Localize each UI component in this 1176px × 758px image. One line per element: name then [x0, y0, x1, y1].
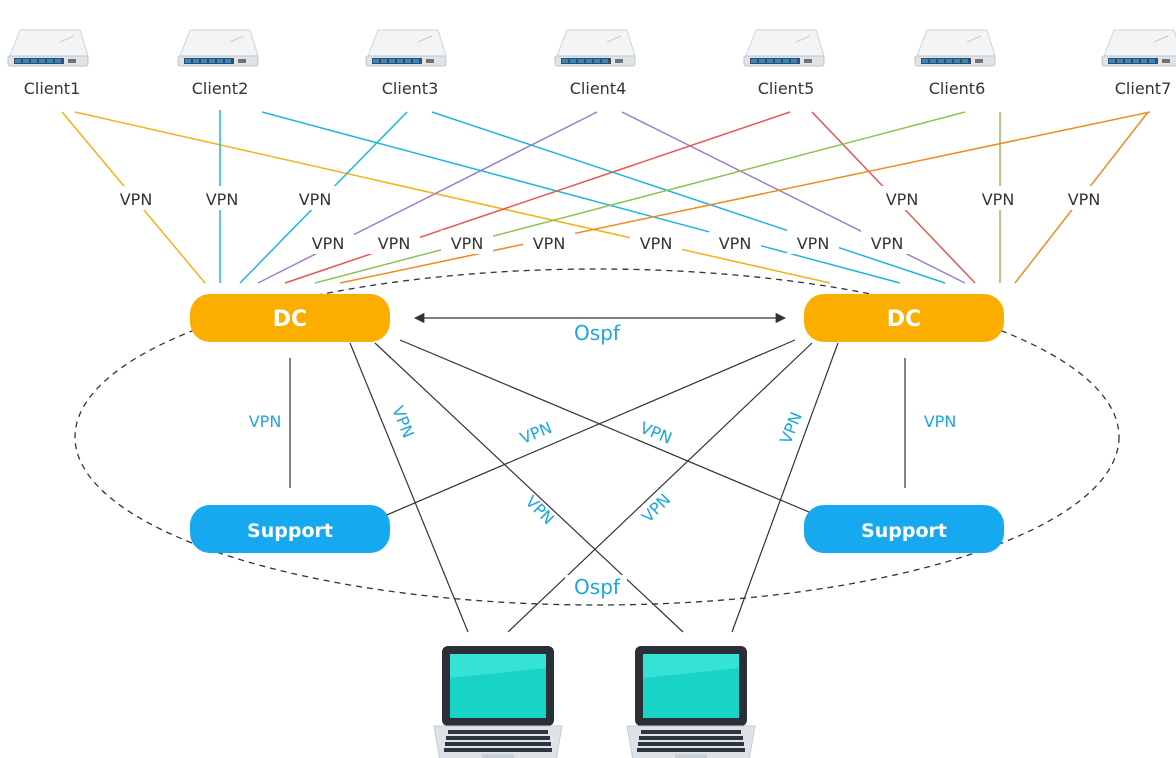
client-routers — [7, 29, 1176, 67]
dc-right-laptop-left-link — [507, 342, 813, 633]
ospf-area-ellipse — [74, 268, 1120, 606]
client6-left-dc-link — [314, 111, 966, 284]
dc-label: DC — [273, 307, 307, 332]
vpn-label: VPN — [522, 492, 558, 528]
client2-label: Client2 — [192, 79, 249, 98]
vpn-label: VPN — [378, 234, 411, 253]
vpn-label: VPN — [871, 234, 904, 253]
client7-left-dc-link — [339, 111, 1151, 284]
client5-left-dc-link — [284, 111, 791, 284]
client2-router-icon — [177, 29, 259, 67]
vpn-label: VPN — [299, 190, 332, 209]
client3-right-dc-link — [431, 111, 946, 284]
client4-label: Client4 — [570, 79, 627, 98]
vpn-label: VPN — [249, 412, 282, 431]
client1-router-icon — [7, 29, 89, 67]
client6-label: Client6 — [929, 79, 986, 98]
support-label: Support — [861, 520, 947, 542]
vpn-label: VPN — [797, 234, 830, 253]
ospf-label-bottom: Ospf — [574, 575, 621, 599]
client2-right-dc-link — [261, 111, 901, 284]
vpn-label: VPN — [1068, 190, 1101, 209]
vpn-label: VPN — [776, 409, 806, 446]
client-labels: Client1 Client2 Client3 Client4 Client5 … — [24, 79, 1172, 98]
client4-right-dc-link — [621, 111, 966, 284]
dc-label: DC — [887, 307, 921, 332]
client-vpn-labels: VPN VPN VPN VPN VPN VPN VPN VPN VPN VPN … — [110, 186, 1110, 254]
client3-router-icon — [365, 29, 447, 67]
vpn-label: VPN — [637, 418, 674, 448]
client5-router-icon — [743, 29, 825, 67]
dc-left-laptop-right-link — [374, 342, 684, 633]
dc-right-laptop-right-link — [731, 342, 839, 633]
vpn-label: VPN — [886, 190, 919, 209]
dc-left-support-right-link — [399, 339, 829, 521]
client3-label: Client3 — [382, 79, 439, 98]
dc-node-right: DC — [804, 294, 1004, 342]
client5-label: Client5 — [758, 79, 815, 98]
client7-router-icon — [1101, 29, 1176, 67]
core-links — [289, 339, 906, 633]
vpn-label: VPN — [206, 190, 239, 209]
client7-label: Client7 — [1115, 79, 1172, 98]
vpn-label: VPN — [312, 234, 345, 253]
vpn-label: VPN — [924, 412, 957, 431]
vpn-label: VPN — [533, 234, 566, 253]
dc-node-left: DC — [190, 294, 390, 342]
client1-right-dc-link — [74, 111, 831, 284]
vpn-label: VPN — [638, 490, 674, 526]
vpn-label: VPN — [388, 403, 418, 440]
laptop-right-icon — [626, 645, 756, 758]
support-label: Support — [247, 520, 333, 542]
client6-router-icon — [914, 29, 996, 67]
vpn-label: VPN — [719, 234, 752, 253]
support-node-left: Support — [190, 505, 390, 553]
vpn-label: VPN — [982, 190, 1015, 209]
dc-left-laptop-left-link — [349, 342, 469, 633]
client4-router-icon — [554, 29, 636, 67]
client1-label: Client1 — [24, 79, 81, 98]
support-node-right: Support — [804, 505, 1004, 553]
vpn-label: VPN — [517, 418, 554, 448]
vpn-label: VPN — [640, 234, 673, 253]
laptop-left-icon — [433, 645, 563, 758]
dc-right-support-left-link — [374, 339, 796, 521]
ospf-label-top: Ospf — [574, 321, 621, 345]
client4-left-dc-link — [257, 111, 598, 284]
vpn-label: VPN — [451, 234, 484, 253]
vpn-label: VPN — [120, 190, 153, 209]
